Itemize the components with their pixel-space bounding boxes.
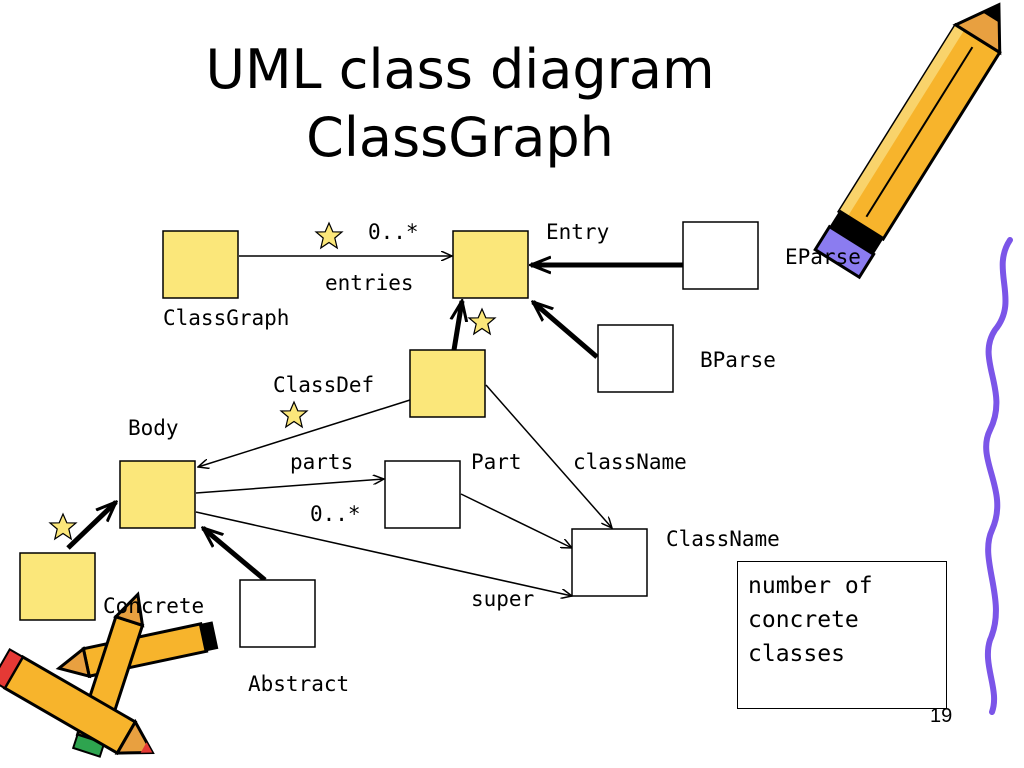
bparse-inheritance: [533, 302, 599, 359]
concrete-label: Concrete: [103, 594, 204, 618]
abstract-box: [239, 579, 316, 648]
note-box: number of concrete classes: [737, 561, 947, 709]
bparse-label: BParse: [700, 348, 776, 372]
star-icon: [280, 401, 308, 428]
entries-multiplicity: 0..*: [368, 220, 419, 244]
entry-box: [452, 230, 529, 299]
note-line-1: number of: [748, 573, 873, 599]
body-association: [198, 399, 411, 467]
super-association: [195, 511, 572, 596]
abstract-label: Abstract: [248, 672, 349, 696]
bparse-box: [597, 324, 674, 393]
parts-association: [195, 479, 384, 494]
eparse-box: [682, 221, 759, 290]
note-line-2: concrete: [748, 607, 859, 633]
eparse-label: EParse: [785, 245, 861, 269]
page-number: 19: [930, 705, 953, 727]
body-box: [119, 460, 196, 529]
classgraph-box: [162, 230, 239, 299]
classdef-inheritance: [454, 301, 462, 351]
title-line-2: ClassGraph: [306, 106, 614, 169]
classname-role-label: className: [573, 450, 687, 474]
entry-label: Entry: [546, 220, 609, 244]
entries-role-label: entries: [325, 271, 414, 295]
pencil-top-right-icon: [813, 2, 1002, 280]
pencil-bottom-left-3-icon: [0, 648, 155, 756]
parts-role-label: parts: [290, 450, 353, 474]
parts-multiplicity: 0..*: [310, 502, 361, 526]
note-line-3: classes: [748, 641, 845, 667]
part-label: Part: [471, 450, 522, 474]
part-classname-association: [460, 493, 572, 548]
super-role-label: super: [471, 587, 534, 611]
classname-association: [485, 384, 612, 528]
classdef-label: ClassDef: [273, 373, 374, 397]
slide-title: UML class diagram ClassGraph: [150, 36, 770, 172]
concrete-box: [19, 552, 96, 621]
abstract-inheritance: [203, 528, 267, 582]
classdef-box: [409, 349, 486, 418]
star-icon: [468, 308, 496, 335]
classname-box: [571, 528, 648, 597]
concrete-inheritance: [66, 502, 116, 550]
star-icon: [49, 513, 77, 540]
purple-squiggle-icon: [983, 237, 1013, 715]
part-box: [384, 460, 461, 529]
title-line-1: UML class diagram: [205, 38, 715, 101]
classname-label: ClassName: [666, 527, 780, 551]
classgraph-label: ClassGraph: [163, 306, 289, 330]
star-icon: [315, 222, 343, 249]
body-label: Body: [128, 416, 179, 440]
